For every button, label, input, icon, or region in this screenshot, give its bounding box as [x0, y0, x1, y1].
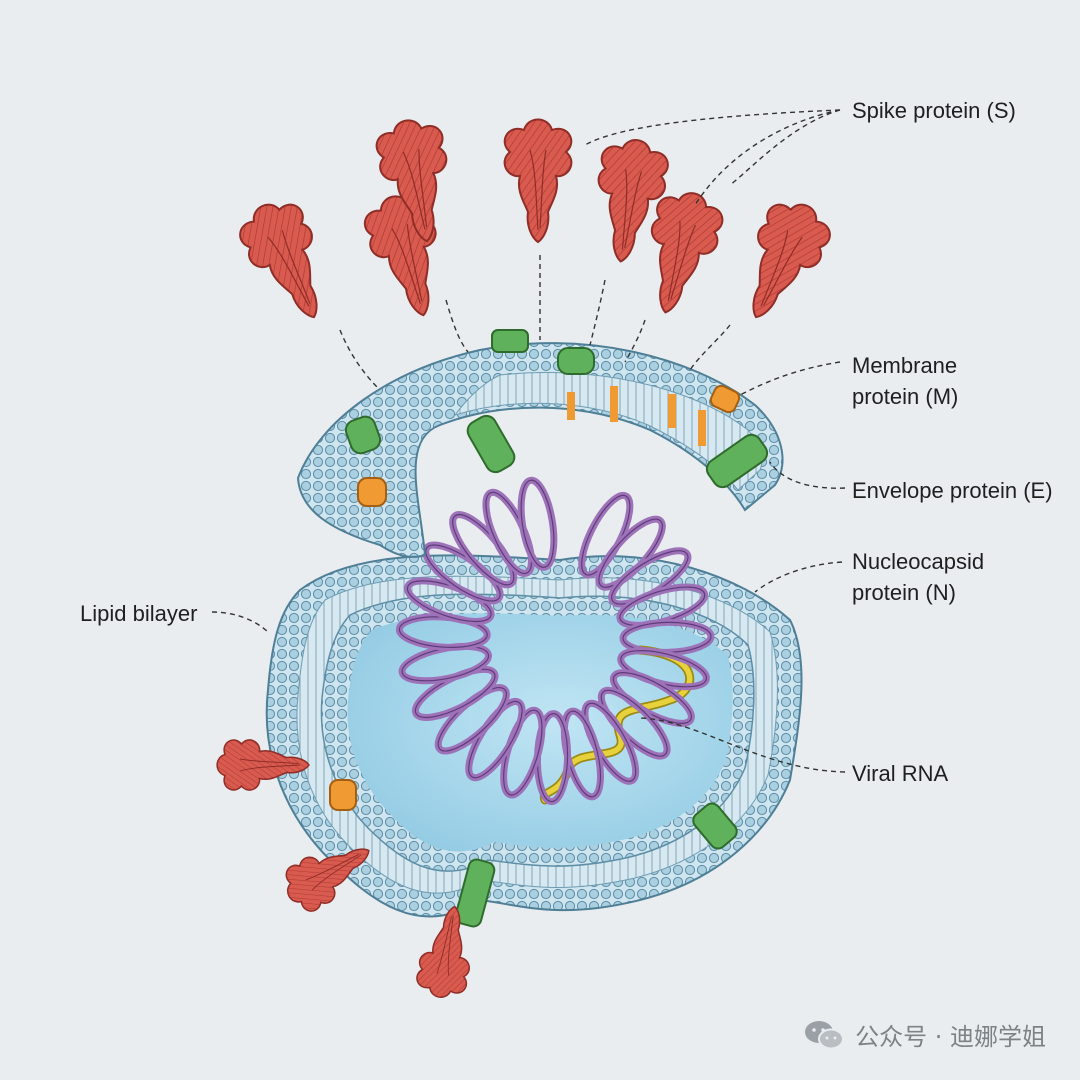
envelope-protein [709, 384, 741, 414]
membrane-protein [557, 347, 595, 375]
upper-fragment [296, 329, 784, 558]
leader-nucleocapsid [754, 561, 843, 593]
envelope-protein [357, 477, 387, 507]
lower-hemisphere [216, 554, 803, 1003]
leader-lines [211, 109, 846, 773]
membrane-protein [454, 858, 496, 928]
leader-spike-1 [584, 109, 841, 146]
spike-protein [230, 190, 346, 333]
envelope-protein [668, 394, 676, 428]
label-nucleocapsid-protein: Nucleocapsid protein (N) [852, 546, 984, 608]
envelope-protein [567, 392, 575, 420]
leader-spike-3 [729, 109, 841, 186]
envelope-protein [698, 410, 706, 446]
leader-envelope [769, 461, 846, 489]
label-membrane-line2: protein (M) [852, 384, 959, 409]
envelope-protein [329, 779, 357, 811]
spike-protein [724, 190, 840, 333]
watermark: 公众号 · 迪娜学姐 [803, 1017, 1046, 1052]
membrane-protein [466, 414, 516, 474]
spike-cluster [230, 113, 840, 333]
leader-lipid [211, 611, 269, 633]
label-lipid-bilayer: Lipid bilayer [80, 601, 198, 626]
spike-protein [586, 134, 672, 268]
label-membrane-protein: Membrane protein (M) [852, 350, 958, 412]
label-membrane-line1: Membrane [852, 353, 958, 378]
leader-spike-s5 [624, 319, 646, 363]
label-viral-rna: Viral RNA [852, 761, 949, 786]
envelope-protein [610, 386, 618, 422]
helix-coil-outline [520, 479, 555, 568]
label-nucleocapsid-line1: Nucleocapsid [852, 549, 985, 574]
leader-spike-s6 [689, 324, 731, 371]
label-nucleocapsid-line2: protein (N) [852, 580, 956, 605]
membrane-protein [692, 802, 738, 850]
leader-spike-s1 [339, 329, 379, 389]
membrane-protein [344, 415, 382, 455]
membrane-protein [491, 329, 529, 353]
wechat-logo-icon [805, 1020, 845, 1049]
leader-spike-2 [694, 109, 841, 206]
watermark-text: 公众号 · 迪娜学姐 [855, 1023, 1046, 1051]
leader-membrane [739, 361, 841, 396]
nucleocapsid-helix [395, 476, 715, 806]
label-spike-protein: Spike protein (S) [852, 98, 1016, 123]
leader-spike-s4 [589, 279, 606, 346]
leader-spike-s2 [445, 299, 469, 353]
leader-rna [639, 717, 846, 773]
spike-protein [503, 118, 573, 243]
label-envelope-protein: Envelope protein (E) [852, 478, 1053, 503]
membrane-protein [705, 433, 769, 489]
